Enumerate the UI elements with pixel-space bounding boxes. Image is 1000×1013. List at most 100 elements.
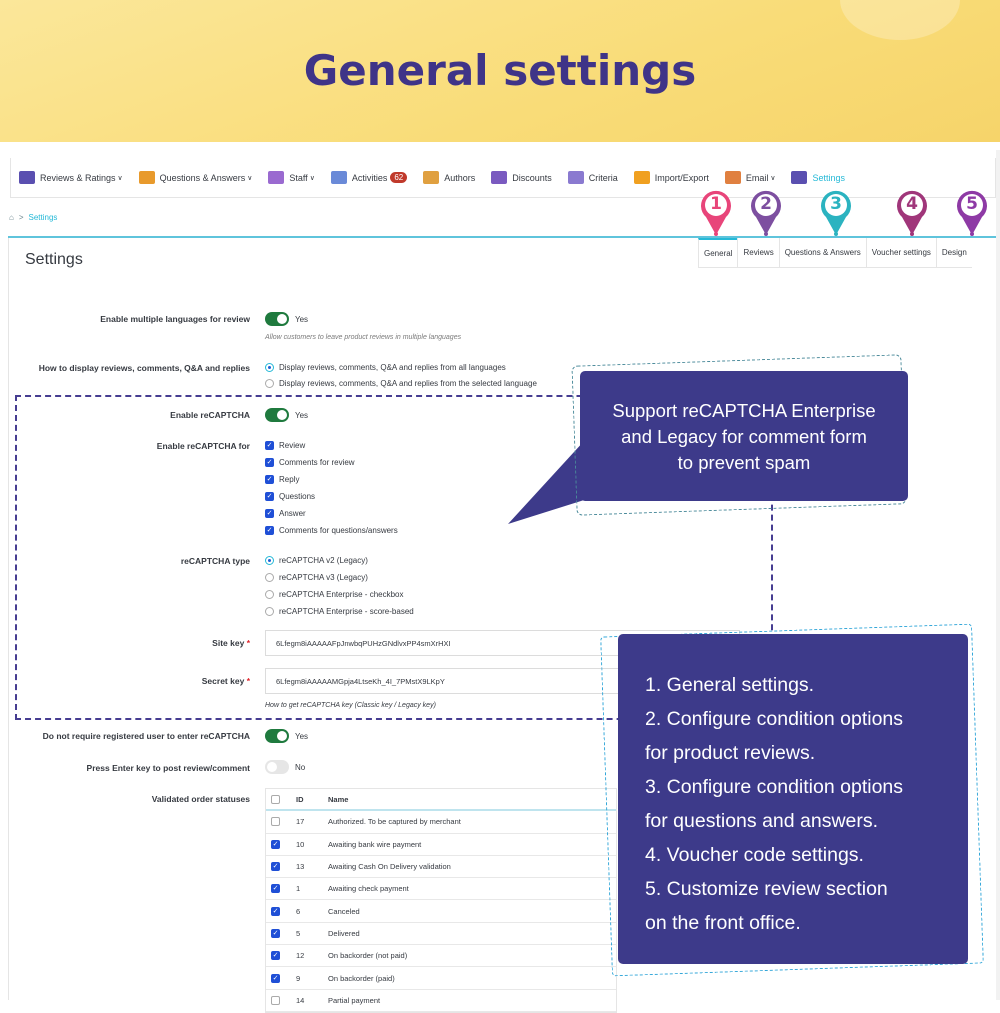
checkbox-option[interactable]: ✓Answer (265, 509, 306, 518)
checkbox-cell: ✓ (266, 839, 296, 849)
breadcrumb: ⌂> Settings (9, 213, 57, 222)
tab-voucher-settings[interactable]: Voucher settings (865, 238, 936, 268)
radio-button[interactable] (265, 590, 274, 599)
breadcrumb-settings[interactable]: Settings (28, 213, 58, 222)
tab-general[interactable]: General (698, 238, 738, 268)
radio-option[interactable]: reCAPTCHA Enterprise - checkbox (265, 590, 404, 599)
status-name: Delivered (328, 928, 360, 938)
recaptcha-for-label: Enable reCAPTCHA for (156, 441, 250, 451)
option-label: Display reviews, comments, Q&A and repli… (279, 379, 537, 388)
nav-item-questions-answers[interactable]: Questions & Answers∨ (138, 171, 253, 184)
nav-item-discounts[interactable]: Discounts (491, 171, 552, 184)
checkbox-option[interactable]: ✓ Questions (265, 492, 315, 501)
toggle-value: Yes (295, 314, 309, 324)
email-icon (724, 171, 741, 184)
row-checkbox[interactable] (271, 995, 280, 1005)
status-name: Canceled (328, 906, 360, 916)
row-checkbox[interactable]: ✓ (271, 951, 280, 961)
secret-key-label: Secret key * (202, 676, 250, 686)
toggle-value: Yes (295, 731, 309, 741)
callout-line: and Legacy for comment form (621, 426, 867, 447)
option-label: Questions (279, 492, 316, 501)
row-checkbox[interactable]: ✓ (271, 862, 280, 872)
recaptcha-toggle[interactable]: Yes (265, 408, 308, 422)
scrollbar[interactable] (996, 150, 1000, 1000)
no-register-toggle[interactable]: Yes (265, 729, 308, 743)
radio-option[interactable]: reCAPTCHA Enterprise - score-based (265, 607, 414, 616)
nav-label: Activities (351, 172, 388, 183)
nav-item-reviews-ratings[interactable]: Reviews & Ratings∨ (19, 171, 123, 184)
checkbox-option[interactable]: ✓ Review (265, 441, 305, 450)
tab-questions-answers[interactable]: Questions & Answers (778, 238, 866, 268)
recaptcha-type-label: reCAPTCHA type (180, 556, 250, 566)
radio-button[interactable] (265, 363, 274, 372)
select-all-checkbox[interactable] (271, 794, 280, 804)
radio-button[interactable] (265, 556, 274, 565)
radio-option[interactable]: Display reviews, comments, Q&A and repli… (265, 363, 506, 372)
radio-button[interactable] (265, 607, 274, 616)
qa-icon (138, 171, 155, 184)
option-label: Review (279, 441, 306, 450)
row-checkbox[interactable]: ✓ (271, 884, 280, 894)
chevron-down-icon: ∨ (247, 174, 253, 182)
row-checkbox[interactable] (271, 817, 280, 827)
option-label: reCAPTCHA v3 (Legacy) (279, 573, 368, 582)
criteria-icon (567, 171, 584, 184)
checkbox-cell: ✓ (266, 884, 296, 894)
discounts-icon (491, 171, 508, 184)
row-checkbox[interactable]: ✓ (271, 973, 280, 983)
chevron-down-icon: ∨ (309, 174, 315, 182)
checkbox-option[interactable]: ✓Comments for review (265, 458, 355, 467)
checkbox[interactable]: ✓ (265, 441, 274, 450)
radio-button[interactable] (265, 573, 274, 582)
row-checkbox[interactable]: ✓ (271, 906, 280, 916)
row-checkbox[interactable]: ✓ (271, 928, 280, 938)
toggle-value: No (295, 762, 306, 772)
required-marker: * (246, 638, 250, 648)
radio-button[interactable] (265, 379, 274, 388)
checkbox-cell: ✓ (266, 928, 296, 938)
checkbox-option[interactable]: ✓Reply (265, 475, 299, 484)
count-badge: 62 (390, 172, 408, 183)
checkbox[interactable]: ✓ (265, 458, 274, 467)
nav-item-staff[interactable]: Staff∨ (268, 171, 315, 184)
tab-reviews[interactable]: Reviews (737, 238, 779, 268)
nav-item-criteria[interactable]: Criteria (567, 171, 618, 184)
option-label: reCAPTCHA Enterprise - score-based (279, 607, 414, 616)
nav-label: Criteria (588, 172, 618, 183)
header-banner: General settings (0, 0, 1000, 142)
checkbox[interactable]: ✓ (265, 492, 274, 501)
site-key-label: Site key * (212, 638, 250, 648)
home-icon[interactable]: ⌂ (9, 213, 14, 222)
checkbox[interactable]: ✓ (265, 509, 274, 518)
radio-option[interactable]: reCAPTCHA v2 (Legacy) (265, 556, 368, 565)
radio-option[interactable]: reCAPTCHA v3 (Legacy) (265, 573, 368, 582)
tab-design[interactable]: Design (935, 238, 972, 268)
nav-item-settings[interactable]: Settings (791, 171, 845, 184)
pin-marker-4: 4 (894, 187, 930, 237)
pin-marker-1: 1 (698, 187, 734, 237)
recaptcha-key-help-link[interactable]: How to get reCAPTCHA key (Classic key / … (265, 702, 436, 709)
enter-key-toggle[interactable]: No (265, 760, 305, 774)
nav-item-authors[interactable]: Authors (423, 171, 475, 184)
checkbox-option[interactable]: ✓Comments for questions/answers (265, 526, 398, 535)
step-line: 1. General settings. (645, 674, 815, 696)
checkbox-cell: ✓ (266, 906, 296, 916)
nav-item-email[interactable]: Email∨ (724, 171, 776, 184)
reviews-icon (19, 171, 35, 184)
nav-item-import-export[interactable]: Import/Export (633, 171, 709, 184)
row-checkbox[interactable]: ✓ (271, 839, 280, 849)
chevron-down-icon: ∨ (117, 174, 123, 182)
chevron-down-icon: ∨ (770, 174, 776, 182)
checkbox[interactable]: ✓ (265, 475, 274, 484)
authors-icon (423, 171, 440, 184)
radio-option[interactable]: Display reviews, comments, Q&A and repli… (265, 379, 537, 388)
nav-label: Settings (812, 172, 845, 183)
checkbox[interactable]: ✓ (265, 526, 274, 535)
statuses-label: Validated order statuses (151, 794, 250, 804)
multi-lang-toggle[interactable]: Yes (265, 312, 308, 326)
banner-title: General settings (303, 46, 697, 95)
